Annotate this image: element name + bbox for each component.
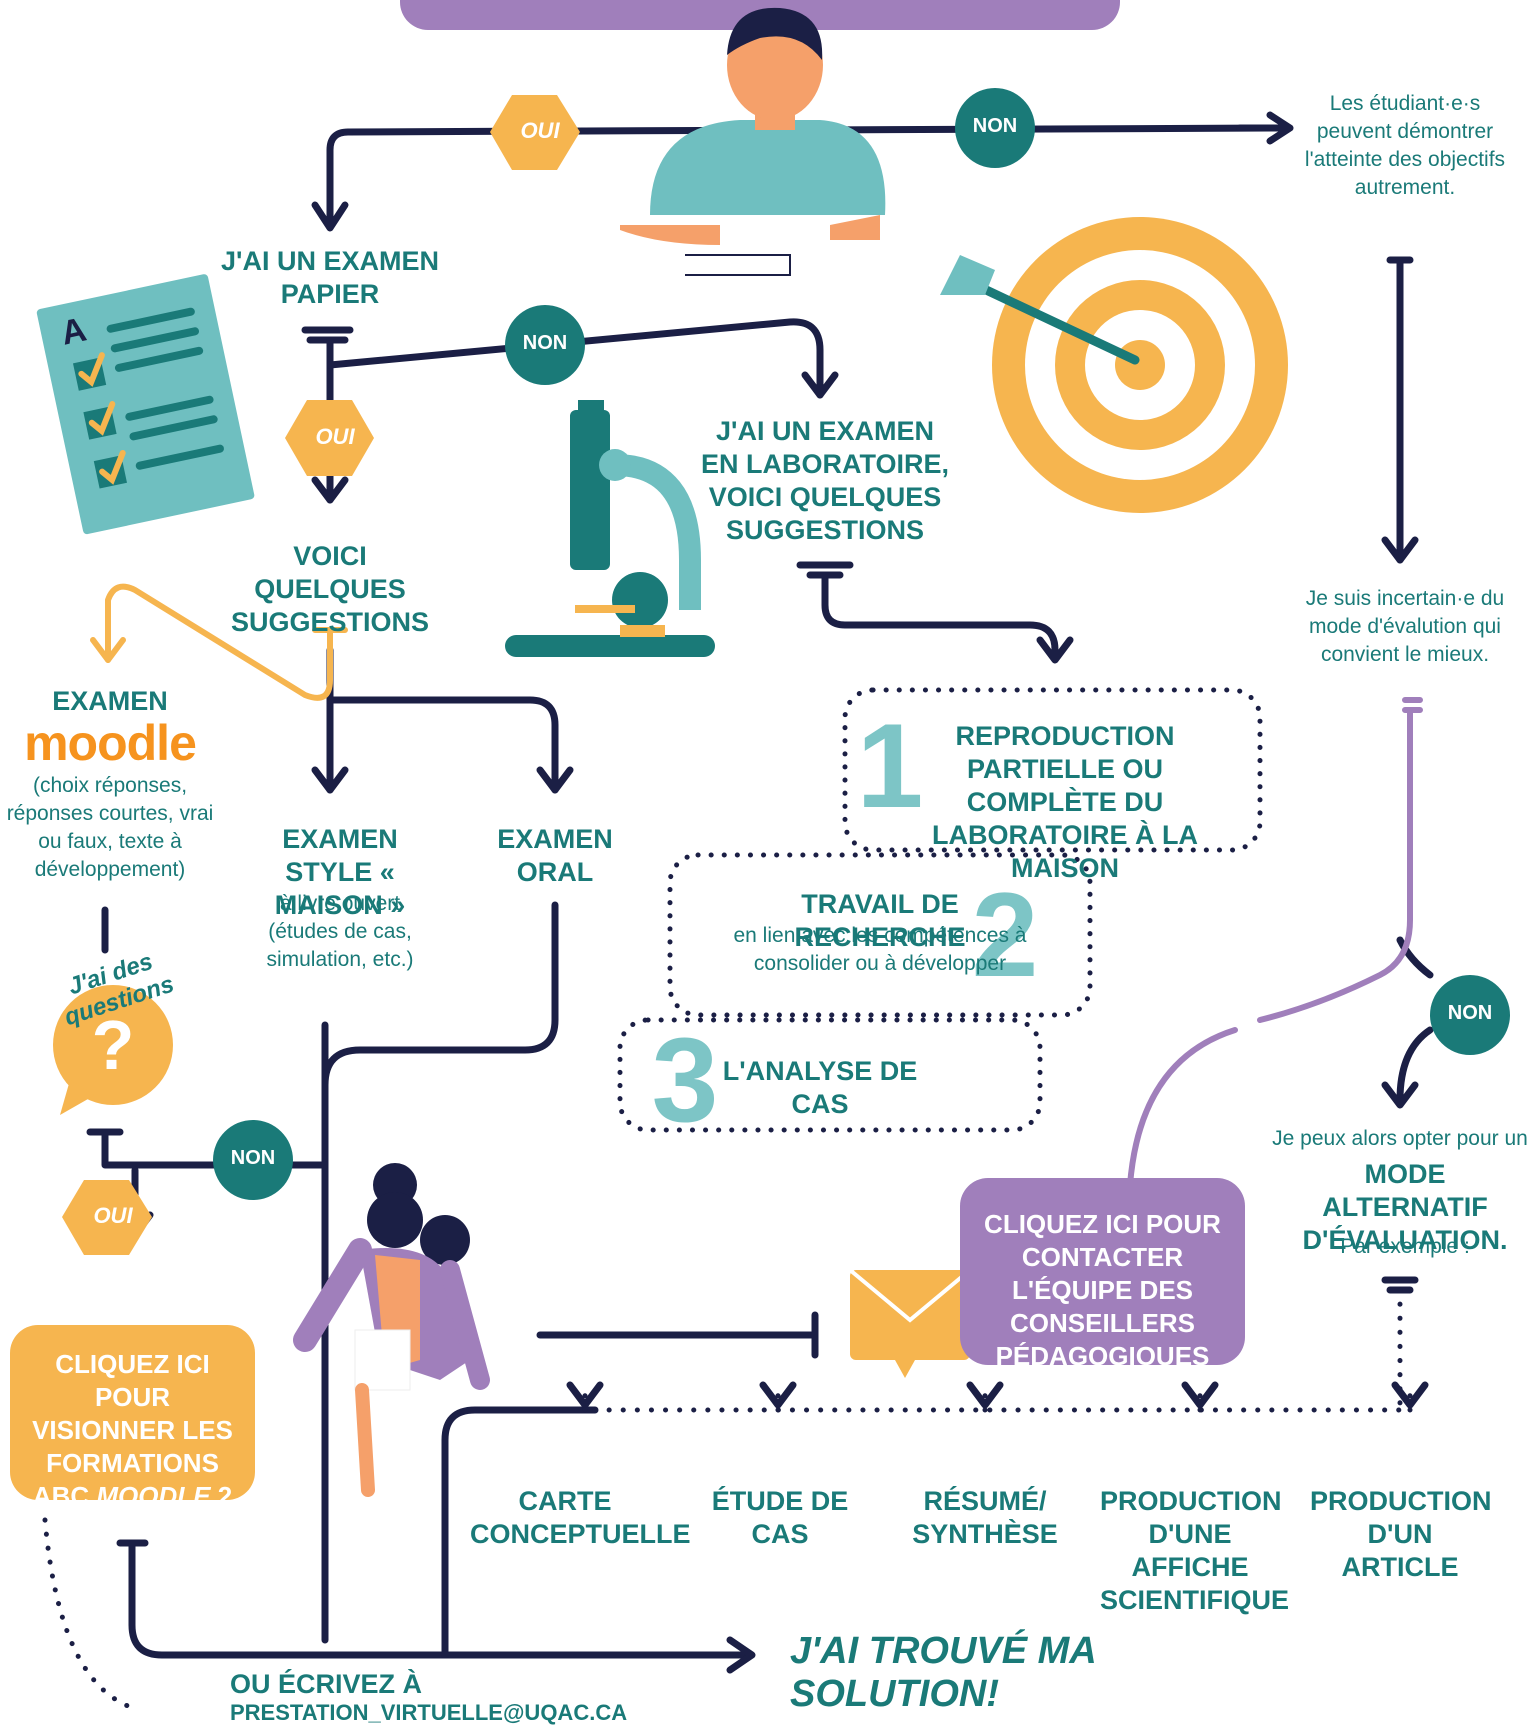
- non-seal-4: [213, 1120, 293, 1200]
- suggestion-title-3: L'ANALYSE DE CAS: [722, 1056, 918, 1119]
- non-seal-1: [955, 88, 1035, 168]
- oui-hexagon-3: [62, 1180, 152, 1255]
- non-badge-2: NON: [522, 332, 568, 354]
- non-seal-2: [505, 305, 585, 385]
- question-bubble: [53, 985, 173, 1115]
- top-branch-line: [326, 124, 1284, 229]
- suggestion-title-2: TRAVAIL DE RECHERCHE: [794, 889, 966, 952]
- suggestion-number-3: 3: [651, 1013, 719, 1147]
- non-badge-4: NON: [230, 1147, 276, 1169]
- moodle-button-number: 2: [217, 1481, 233, 1511]
- oui-badge-3: OUI: [93, 1203, 133, 1228]
- alternative-item-4: PRODUCTION D'UNE AFFICHE SCIENTIFIQUE: [1100, 1486, 1290, 1615]
- suggestions-label: VOICI QUELQUES SUGGESTIONS: [230, 541, 430, 637]
- moodle-training-button[interactable]: CLIQUEZ ICI POUR VISIONNER LES FORMATION…: [10, 1325, 255, 1511]
- microscope-illustration: [505, 400, 715, 657]
- alternative-item-1: CARTE CONCEPTUELLE: [470, 1486, 691, 1549]
- solution-label: J'AI TROUVÉ MA SOLUTION!: [790, 1630, 1096, 1715]
- oui-badge-2: OUI: [315, 424, 355, 449]
- envelope-icon: [848, 1268, 972, 1378]
- contact-email-link[interactable]: PRESTATION_VIRTUELLE@UQAC.CA: [230, 1700, 628, 1725]
- uncertain-text: Je suis incertain·e du mode d'évalution …: [1305, 587, 1505, 666]
- alternative-item-5: PRODUCTION D'UN ARTICLE: [1310, 1486, 1492, 1582]
- contact-advisors-button[interactable]: CLIQUEZ ICI POUR CONTACTER L'ÉQUIPE DES …: [960, 1178, 1245, 1371]
- maison-exam-title: EXAMEN STYLE « MAISON »: [274, 824, 406, 920]
- alternative-item-2: ÉTUDE DE CAS: [711, 1486, 849, 1549]
- moodle-exam-title: EXAMEN: [52, 686, 168, 716]
- target-illustration: [940, 217, 1288, 513]
- question-mark-icon: ?: [91, 1006, 135, 1084]
- lab-exam-label: J'AI UN EXAMEN EN LABORATOIRE, VOICI QUE…: [700, 416, 949, 545]
- or-write-label: OU ÉCRIVEZ À: [230, 1669, 423, 1699]
- moodle-exam-detail: (choix réponses, réponses courtes, vrai …: [6, 774, 214, 881]
- alternative-intro: Je peux alors opter pour un: [1272, 1127, 1528, 1150]
- checklist-illustration: A: [36, 274, 255, 535]
- non-seal-3: [1430, 975, 1510, 1055]
- paper-exam-label: J'AI UN EXAMEN PAPIER: [221, 246, 439, 309]
- alternative-item-3: RÉSUMÉ/ SYNTHÈSE: [912, 1486, 1058, 1549]
- maison-exam-detail: à livre ouvert (études de cas, simulatio…: [266, 892, 414, 971]
- student-illustration: [620, 7, 886, 276]
- alternative-example: Par exemple :: [1340, 1235, 1470, 1258]
- moodle-button-label: CLIQUEZ ICI POUR VISIONNER LES FORMATION…: [32, 1349, 233, 1511]
- suggestion-number-2: 2: [971, 868, 1039, 1002]
- suggestion-number-1: 1: [856, 699, 924, 833]
- suggestion-title-1: REPRODUCTION PARTIELLE OU COMPLÈTE DU LA…: [932, 721, 1198, 883]
- alternative-title: MODE ALTERNATIF D'ÉVALUATION.: [1302, 1159, 1508, 1255]
- objectives-outcome-text: Les étudiant·e·s peuvent démontrer l'att…: [1304, 92, 1506, 199]
- woman-illustration: [293, 1163, 490, 1497]
- non-badge-1: NON: [972, 115, 1018, 137]
- moodle-logo: moodle: [24, 715, 197, 771]
- moodle-button-italic: MOODLE: [96, 1481, 211, 1511]
- non-badge-3: NON: [1447, 1002, 1493, 1024]
- oui-hexagon-2: [285, 400, 374, 476]
- oral-exam-title: EXAMEN ORAL: [497, 824, 613, 887]
- suggestion-detail-2: en lien avec les compétences à consolide…: [733, 924, 1027, 975]
- oui-hexagon-1: [490, 95, 580, 170]
- oui-badge-1: OUI: [520, 118, 560, 143]
